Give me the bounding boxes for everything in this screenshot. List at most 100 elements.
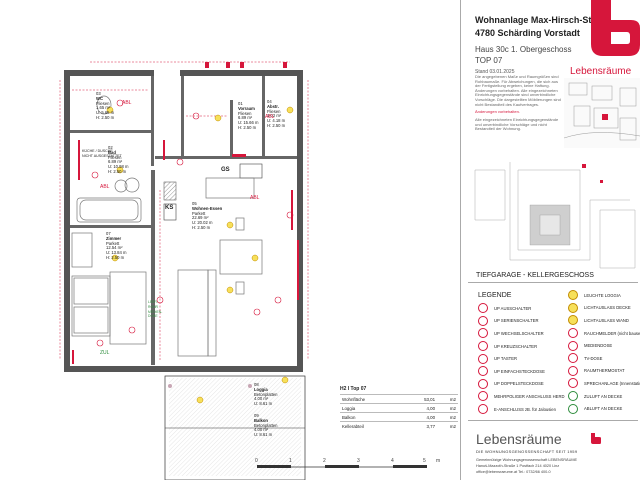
area-table-row: Kellerabteil 3,77 m2 <box>340 421 458 431</box>
fixture-symbol-icon <box>568 353 578 364</box>
tag-abl-bad: ABL <box>100 184 110 190</box>
tag-abl-abstell: ABL <box>265 114 275 120</box>
tag-gs: GS <box>221 167 230 173</box>
legend-item: ZULUFT AN DECKE <box>568 390 640 403</box>
legend-item: LEUCHTE LOGGIA <box>568 289 640 302</box>
plan-date: Stand 03.01.2025 <box>475 69 515 75</box>
fixture-symbol-icon <box>568 365 578 376</box>
legend-label: UP TASTER <box>494 356 518 362</box>
scale-tick-3: 3 <box>357 458 360 464</box>
legend-item: UP EINFACHSTECKDOSE <box>478 365 565 378</box>
svg-text:&: & <box>625 4 633 16</box>
tag-zul: ZUL <box>100 350 110 356</box>
switch-symbol-icon <box>478 341 488 352</box>
title-block-panel <box>460 0 640 480</box>
legend-item: UP AUSSCHALTER <box>478 302 565 315</box>
fixture-symbol-icon <box>568 290 578 301</box>
legend-item: SPRECHANLAGE (Innenstation) <box>568 377 640 390</box>
fixture-symbol-icon <box>568 340 578 351</box>
legend-label: ZULUFT AN DECKE <box>584 393 623 399</box>
switch-symbol-icon <box>478 353 488 364</box>
fixture-symbol-icon <box>568 391 578 402</box>
unit-number: TOP 07 <box>475 56 503 65</box>
legend-item: LICHTAUSLASS WAND <box>568 314 640 327</box>
switch-symbol-icon <box>478 404 488 415</box>
lebensraeume-logo-mark: & <box>591 0 640 56</box>
area-cell-label: Balkon <box>342 414 356 420</box>
fixture-symbol-icon <box>568 315 578 326</box>
scale-unit: m <box>436 458 441 464</box>
footer-contact: office@lebensraeume.at Tel.: 0732/66 400… <box>476 470 551 474</box>
legend-right-column: LEUCHTE LOGGIA LICHTAUSLASS DECKE LICHTAUS… <box>568 289 640 415</box>
footer-company: Gemeinnützige Wohnungsgenossenschaft LEB… <box>476 458 578 462</box>
legend-item: UP SERIENSCHALTER <box>478 315 565 328</box>
legend-item: TV-DOSE <box>568 352 640 365</box>
legend-label: UP AUSSCHALTER <box>494 305 532 311</box>
legend-item: MEDIENDOSE <box>568 339 640 352</box>
tag-abl-wc: ABL <box>122 100 132 106</box>
legend-label: LICHTAUSLASS WAND <box>584 317 629 323</box>
switch-symbol-icon <box>478 328 488 339</box>
legend-label: LEUCHTE LOGGIA <box>584 292 621 298</box>
legend-label: UP EINFACHSTECKDOSE <box>494 368 545 374</box>
legend-item: E-ANSCHLUSS zB. für Jalousien <box>478 403 565 416</box>
scale-tick-4: 4 <box>391 458 394 464</box>
legend-heading: LEGENDE <box>478 292 512 299</box>
site-plan-tiefgarage <box>474 162 636 269</box>
plan-notes: Die angegebenen Maße und Raumgrößen sind… <box>475 74 561 107</box>
area-cell-unit: m2 <box>449 396 456 402</box>
fixture-symbol-icon <box>568 378 578 389</box>
floor-plan <box>59 61 309 480</box>
kitchen-note: KÜCHE / DUSCHE NICHT AUSGESTATTET <box>82 149 122 158</box>
legend-item: UP WECHSELSCHALTER <box>478 327 565 340</box>
site-plan-key <box>564 78 640 148</box>
legend-item: ABLUFT AN DECKE <box>568 402 640 415</box>
area-cell-unit: m2 <box>449 423 456 429</box>
switch-symbol-icon <box>478 315 488 326</box>
house-floor: Haus 30c 1. Obergeschoss <box>475 45 572 54</box>
scale-tick-0: 0 <box>255 458 258 464</box>
switch-symbol-icon <box>478 366 488 377</box>
switch-symbol-icon <box>478 391 488 402</box>
fixture-symbol-icon <box>568 403 578 414</box>
legend-label: RAUMTHERMOSTAT <box>584 368 625 374</box>
legend-item: UP DOPPELSTECKDOSE <box>478 378 565 391</box>
legend-label: LICHTAUSLASS DECKE <box>584 305 631 311</box>
footer-brand: Lebensräume <box>476 431 562 447</box>
legend-label: SPRECHANLAGE (Innenstation) <box>584 380 640 386</box>
legend-label: UP DOPPELSTECKDOSE <box>494 381 544 387</box>
area-cell-label: Kellerabteil <box>342 423 364 429</box>
tag-ks: KS <box>165 205 174 211</box>
legend-left-column: UP AUSSCHALTER UP SERIENSCHALTER UP WECHSE… <box>478 302 565 415</box>
legend-label: UP SERIENSCHALTER <box>494 318 539 324</box>
legend-item: RAUCHMELDER (nicht bauseits) <box>568 327 640 340</box>
switch-symbol-icon <box>478 303 488 314</box>
site-plan-label: TIEFGARAGE - KELLERGESCHOSS <box>476 272 594 279</box>
plan-notes-2: Alle eingezeichneten Einrichtungsgegenst… <box>475 117 559 132</box>
area-cell-unit: m2 <box>449 414 456 420</box>
fixture-symbol-icon <box>568 302 578 313</box>
area-cell-value: 3,77 <box>426 423 436 429</box>
area-cell-value: 4,00 <box>426 405 436 411</box>
scale-bar <box>257 465 427 468</box>
scale-tick-2: 2 <box>323 458 326 464</box>
legend-item: UP TASTER <box>478 352 565 365</box>
media-note: LEER- ROHR MEDIEN- DOSE <box>148 300 163 319</box>
footer-tagline: DIE WOHNUNGSGENOSSENSCHAFT SEIT 1959 <box>476 449 578 454</box>
legend-item: RAUMTHERMOSTAT <box>568 365 640 378</box>
legend-label: RAUCHMELDER (nicht bauseits) <box>584 330 640 336</box>
legend-label: TV-DOSE <box>584 355 603 361</box>
area-cell-label: Wohnfläche <box>342 396 366 402</box>
switch-symbol-icon <box>478 378 488 389</box>
scale-tick-5: 5 <box>423 458 426 464</box>
